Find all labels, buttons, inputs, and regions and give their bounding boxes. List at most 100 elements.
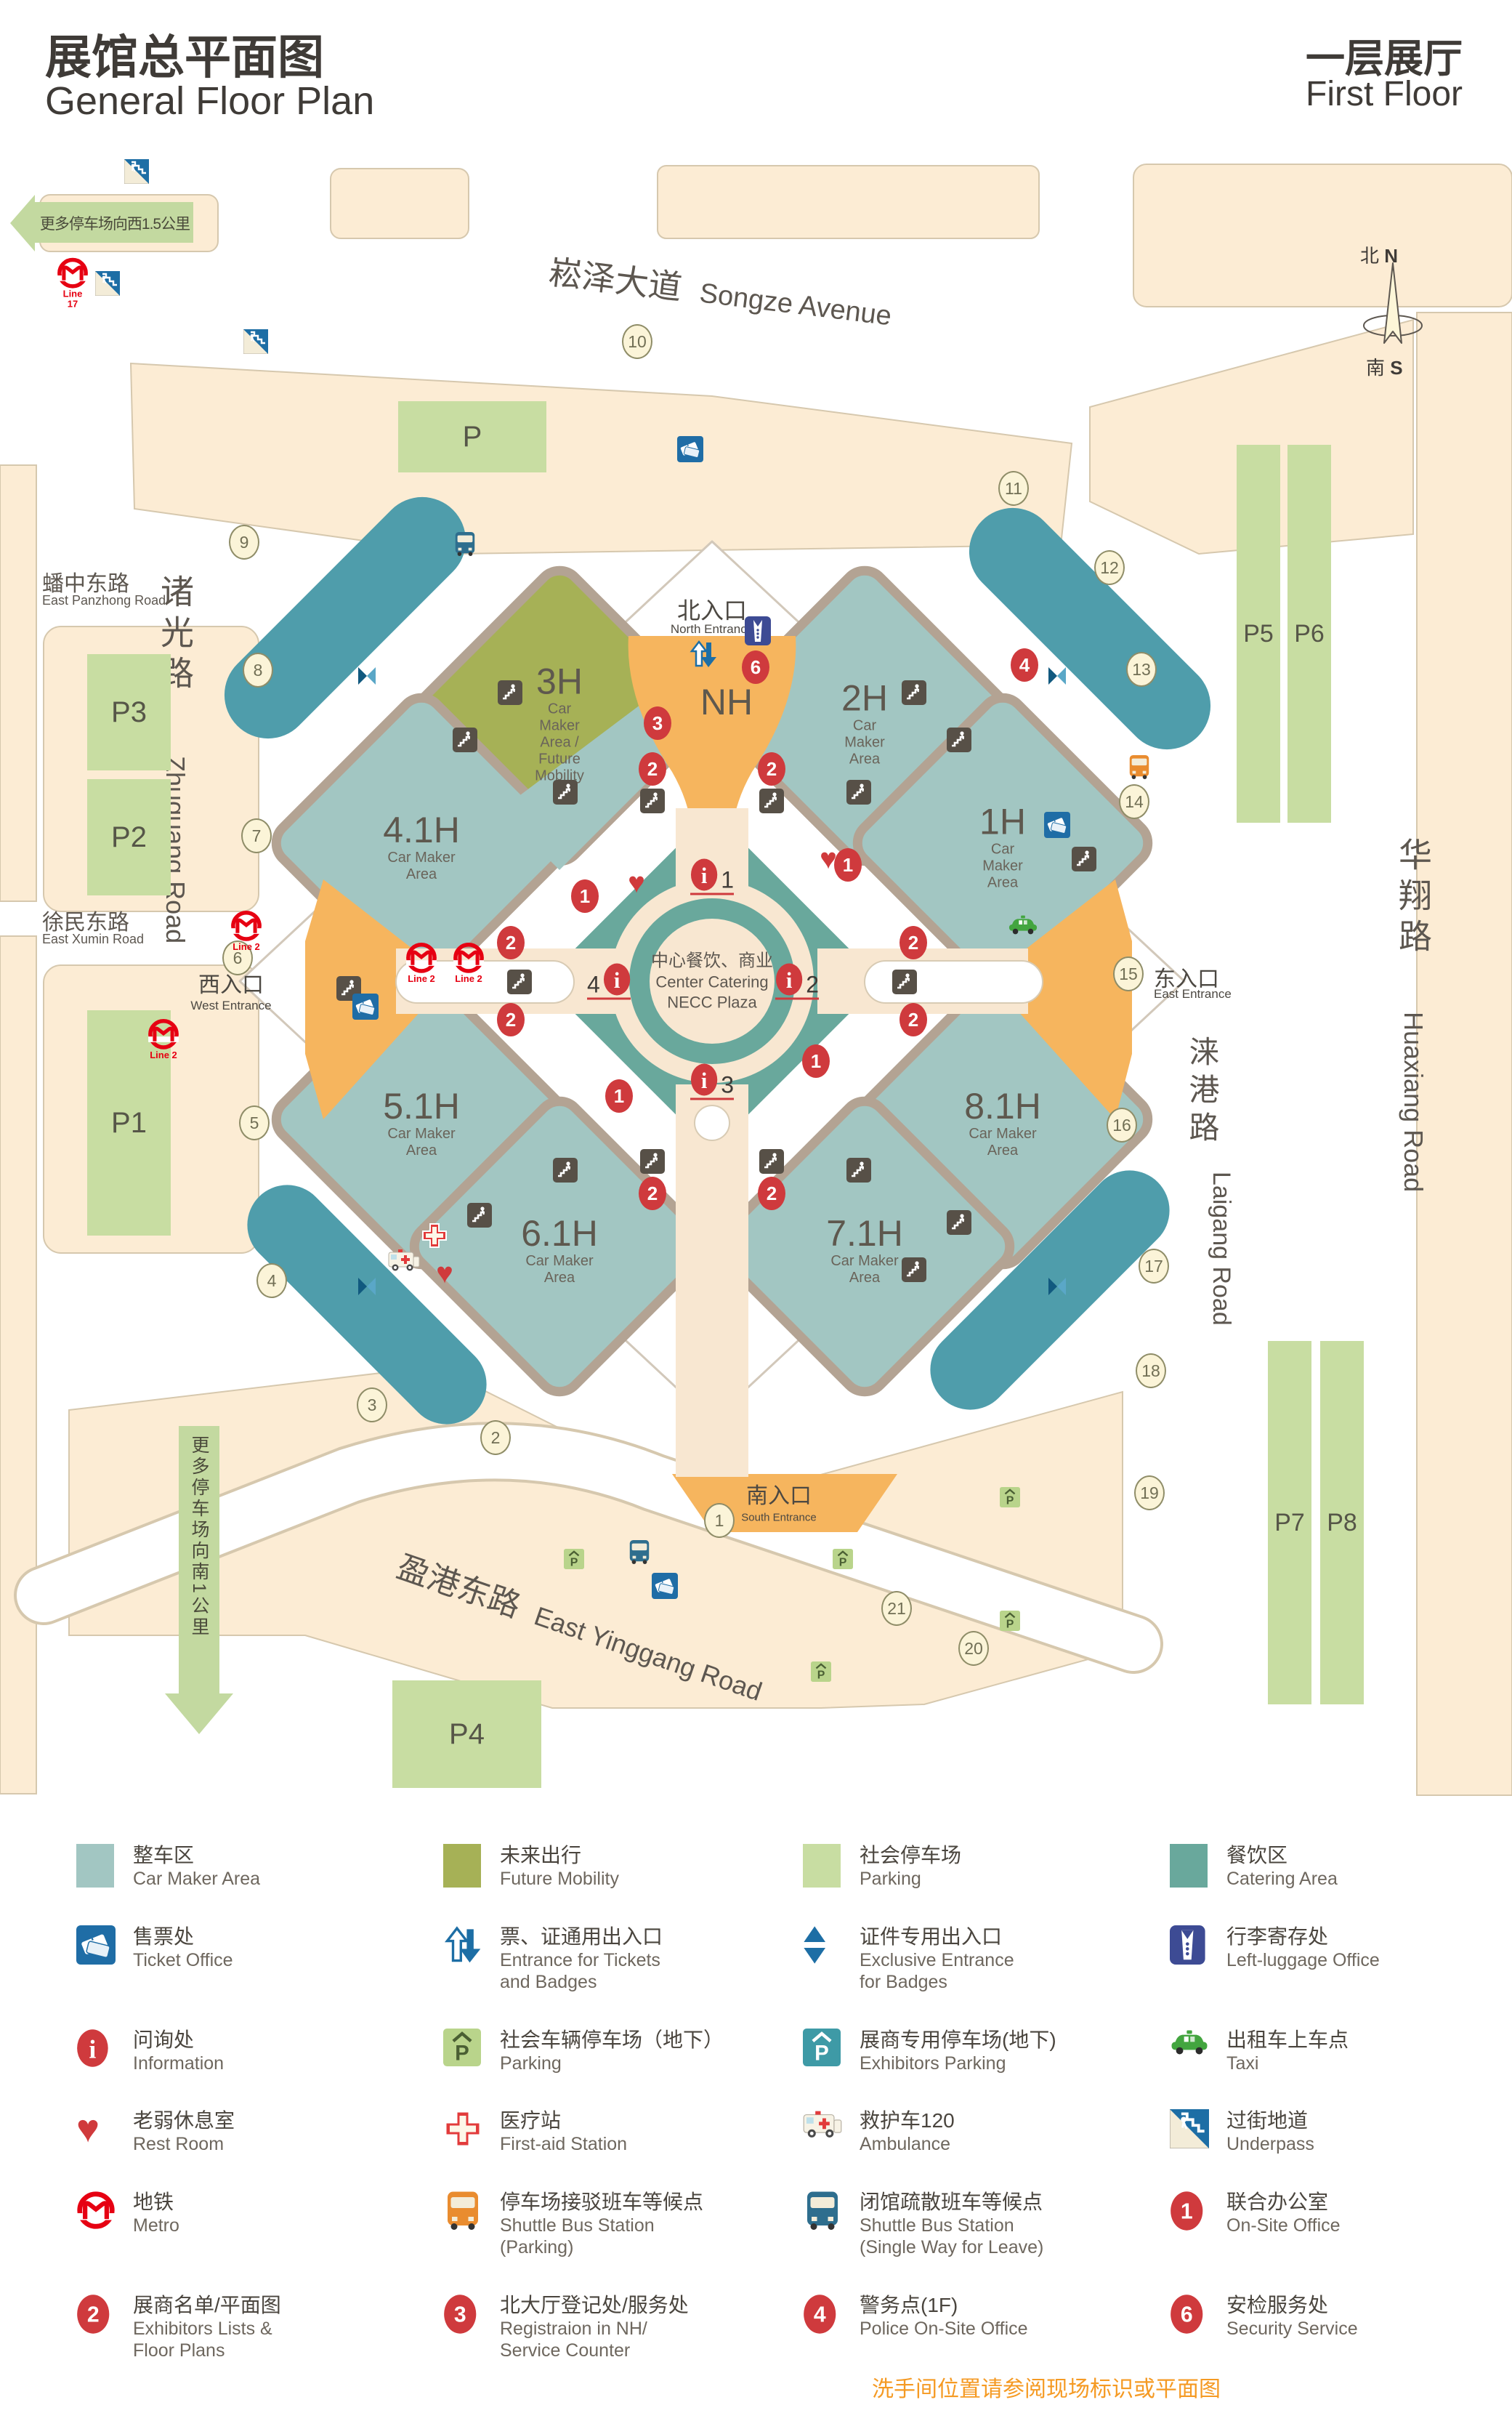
legend-icon-metro — [76, 2189, 133, 2230]
legend-icon-taxi — [1170, 2027, 1226, 2055]
svg-text:P: P — [570, 1556, 578, 1568]
svg-text:i: i — [89, 2034, 96, 2063]
road-laigang-cn: 涞港路 — [1185, 1036, 1219, 1149]
necc-plaza-label: 中心餐饮、商业 Center Catering NECC Plaza — [651, 951, 773, 1012]
road-badge-3: 3 — [357, 1387, 387, 1422]
more-parking-south-label: 更多停车场向南1公里 — [189, 1435, 209, 1638]
parking-block-P3: P3 — [87, 654, 171, 770]
p-green-icon: P — [833, 1549, 853, 1569]
svg-text:P: P — [1006, 1494, 1014, 1507]
escalator-icon — [759, 1149, 784, 1174]
legend-icon-swatch — [1170, 1842, 1226, 1888]
road-badge-8: 8 — [243, 653, 273, 688]
entrance-north-en: North Entrance — [670, 622, 754, 636]
parking-block-P1: P1 — [87, 1010, 171, 1236]
heart-icon: ♥ — [820, 843, 837, 875]
compass-south-label: 南 S — [1366, 357, 1403, 379]
legend-text: 警务点(1F)Police On-Site Office — [860, 2293, 1028, 2339]
legend-icon-p: P — [803, 2027, 860, 2066]
legend-icon-swatch — [76, 1842, 133, 1888]
road-badge-16: 16 — [1107, 1108, 1137, 1143]
svg-text:P: P — [817, 1669, 825, 1681]
metro-station-icon: Line 2 — [230, 910, 262, 952]
legend-icon-info_i: i — [76, 2027, 133, 2068]
legend-text: 社会车辆停车场（地下）Parking — [500, 2028, 724, 2074]
parking-block-P5: P5 — [1237, 445, 1280, 823]
road-badge-9: 9 — [229, 525, 259, 560]
escalator-icon — [947, 728, 971, 752]
luggage-icon — [745, 616, 771, 645]
road-badge-13: 13 — [1126, 652, 1157, 687]
road-badge-14: 14 — [1119, 784, 1149, 819]
bus-orange-icon — [1127, 754, 1152, 779]
red-marker-6: 6 — [742, 650, 769, 684]
p-green-icon: P — [811, 1661, 831, 1682]
red-marker-2: 2 — [639, 752, 666, 786]
escalator-icon — [507, 970, 532, 994]
entrance-east-cn: 东入口 — [1154, 967, 1219, 991]
escalator-icon — [846, 780, 871, 805]
floor-title-en: First Floor — [1306, 75, 1463, 113]
red-marker-2: 2 — [899, 926, 927, 959]
parking-block-P6: P6 — [1287, 445, 1331, 823]
red-marker-2: 2 — [497, 1003, 525, 1036]
taxi-icon — [1008, 914, 1038, 935]
road-badge-18: 18 — [1136, 1353, 1166, 1388]
legend-icon-swatch — [803, 1842, 860, 1888]
road-xumin-cn: 徐民东路 — [42, 911, 129, 935]
escalator-icon — [453, 728, 477, 752]
legend-icon-heart: ♥ — [76, 2107, 100, 2151]
svg-text:i: i — [701, 863, 708, 888]
bowtie-icon — [1046, 1276, 1068, 1297]
legend-icon-ambulance — [803, 2108, 860, 2140]
parking-block-P4: P4 — [392, 1680, 541, 1788]
road-panzhong-cn: 蟠中东路 — [42, 572, 129, 596]
svg-text:3: 3 — [454, 2303, 466, 2327]
entrance-west-cn: 西入口 — [198, 973, 264, 997]
road-huaxiang-en: Huaxiang Road — [1399, 1012, 1428, 1193]
page-title-cn: 展馆总平面图 — [45, 31, 324, 84]
more-parking-west-label: 更多停车场向西1.5公里 — [39, 216, 190, 233]
road-badge-12: 12 — [1094, 550, 1125, 585]
p-green-icon: P — [1000, 1611, 1020, 1631]
svg-text:P: P — [455, 2041, 469, 2065]
road-badge-4: 4 — [256, 1263, 287, 1298]
legend-icon-rednum: 6 — [1170, 2292, 1226, 2335]
road-badge-21: 21 — [881, 1591, 912, 1626]
svg-text:P: P — [839, 1556, 847, 1568]
nh-hall — [628, 636, 796, 830]
ambulance-icon — [388, 1248, 420, 1273]
road-badge-20: 20 — [958, 1631, 989, 1666]
legend-icon-luggage — [1170, 1924, 1226, 1965]
underpass-icon — [124, 158, 150, 185]
legend-text: 展商专用停车场(地下)Exhibitors Parking — [860, 2028, 1056, 2074]
svg-text:i: i — [614, 968, 620, 993]
entrance-east-en: East Entrance — [1154, 987, 1232, 1001]
